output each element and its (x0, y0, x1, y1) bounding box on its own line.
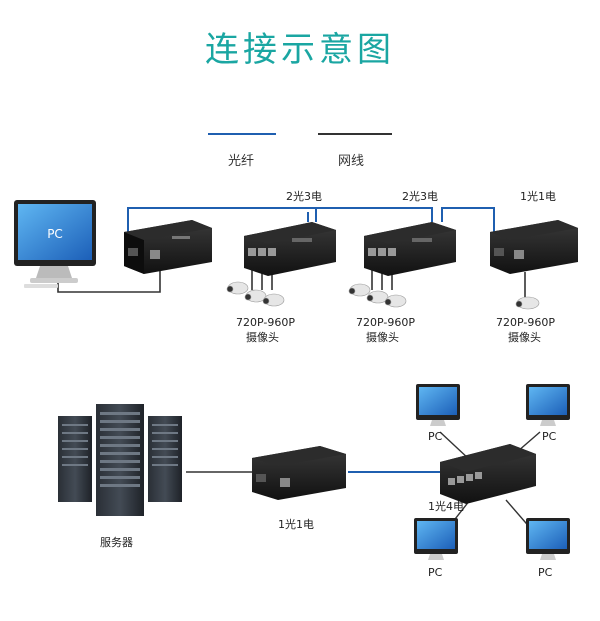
pc-label-1: PC (428, 430, 443, 443)
converter-bottom-label: 1光1电 (278, 518, 314, 531)
fiber-cables-top (127, 207, 495, 246)
switch-top-2 (364, 222, 456, 276)
camera-res-1: 720P-960P (236, 316, 295, 329)
page-title: 连接示意图 (205, 30, 395, 70)
camera-res-3: 720P-960P (496, 316, 555, 329)
legend-ethernet-line (318, 133, 392, 135)
camera-name-1: 摄像头 (246, 331, 279, 344)
camera-res-2: 720P-960P (356, 316, 415, 329)
server-label: 服务器 (100, 536, 133, 549)
pc-label-3: PC (428, 566, 443, 579)
port-label-device-2: 2光3电 (402, 190, 438, 203)
camera-single (515, 296, 540, 310)
pc-monitor-top: PC (14, 200, 96, 288)
pc-monitor-bottom-3 (414, 518, 458, 560)
camera-group-1 (226, 281, 285, 307)
switch-top-1 (244, 222, 336, 276)
camera-group-2 (348, 283, 407, 308)
legend-ethernet-label: 网线 (338, 154, 365, 169)
pc-monitor-bottom-2 (526, 384, 570, 426)
camera-name-3: 摄像头 (508, 331, 541, 344)
pc-label-4: PC (538, 566, 553, 579)
pc-screen-label: PC (47, 227, 63, 241)
server-rack (58, 404, 182, 516)
legend-fiber-label: 光纤 (228, 154, 255, 169)
camera-name-2: 摄像头 (366, 331, 399, 344)
switch-bottom (440, 444, 536, 504)
port-label-device-3: 1光1电 (520, 190, 556, 203)
media-converter-top-2 (490, 220, 578, 274)
port-label-device-1: 2光3电 (286, 190, 322, 203)
media-converter-top-1 (124, 220, 212, 274)
pc-label-2: PC (542, 430, 557, 443)
legend-fiber-line (208, 133, 276, 135)
switch-bottom-label: 1光4电 (428, 500, 464, 513)
pc-monitor-bottom-1 (416, 384, 460, 426)
pc-monitor-bottom-4 (526, 518, 570, 560)
media-converter-bottom (252, 446, 346, 500)
